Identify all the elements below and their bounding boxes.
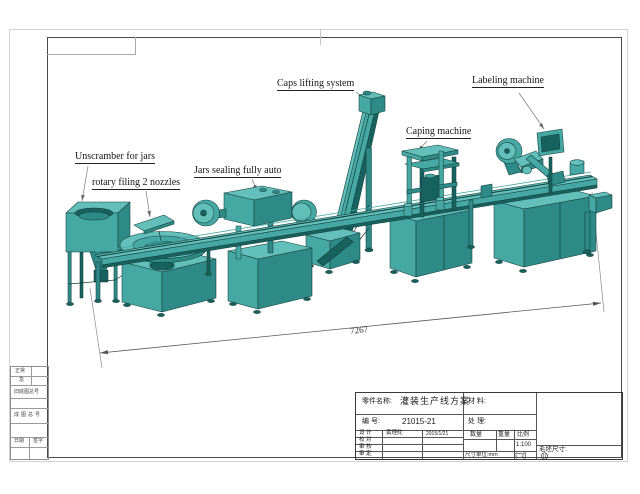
unscrambler-machine (65, 201, 132, 306)
scale-value: 1:100 (516, 442, 532, 448)
blank-size-label: 毛坯尺寸: (539, 446, 567, 453)
label-labeler: Labeling machine (472, 75, 544, 88)
margin-info-strip: 正常 急 旧底图总号 成图总号 日期 签字 (10, 366, 49, 460)
date-label: 日期 (14, 438, 25, 444)
strip-row1-label: 正常 (15, 368, 26, 374)
capping-machine-gantry (401, 144, 460, 218)
designer-name: 黄理舵 (386, 430, 403, 436)
label-unscrambler: Unscramber for jars (75, 151, 155, 164)
drawing-number-label: 编 号: (362, 418, 380, 425)
label-sealer: Jars sealing fully auto (194, 165, 282, 178)
unit-label: 尺寸单位:mm (465, 451, 498, 458)
corner-reference-block (47, 37, 136, 55)
first-angle-projection-icon (515, 452, 526, 459)
old-drawing-number-label: 旧底图总号 (14, 389, 40, 395)
signature-label: 签字 (33, 438, 44, 444)
paper-border (9, 29, 628, 462)
reviewer-role: 审 核 (359, 444, 372, 450)
projection-circle-icon (540, 451, 549, 460)
weight-label: 重量 (498, 432, 511, 438)
overall-length-dimension-text: 7267 (349, 324, 369, 336)
treatment-label: 处 理: (468, 418, 486, 425)
scale-label: 比例 (517, 432, 530, 438)
label-capper: Caping machine (406, 126, 472, 139)
labeling-machine-head (480, 128, 613, 255)
title-block: 零件名称: 灌装生产线方案 编 号: 21015-21 设 计 黄理舵 2015… (355, 392, 623, 460)
drawing-number-value: 21015-21 (402, 417, 436, 426)
strip-row2-label: 急 (19, 377, 25, 383)
main-conveyor (94, 171, 598, 303)
designer-role: 设 计 (359, 430, 372, 436)
caps-lifting-system (305, 90, 386, 274)
label-caps-lifter: Caps lifting system (277, 78, 355, 91)
label-rotary-filler: rotary filing 2 nozzles (92, 177, 181, 190)
drawing-border (47, 37, 622, 458)
quantity-label: 数量 (470, 432, 483, 438)
rotary-bowl-unit (119, 214, 217, 317)
labeling-machine-cabinet (493, 187, 597, 273)
part-name-value: 灌装生产线方案 (400, 396, 471, 406)
design-date: 2015/1/21 (426, 430, 449, 437)
approver-role: 审 定 (359, 451, 372, 457)
centering-mark (320, 29, 321, 45)
drawing-number-total-label: 成图总号 (14, 412, 43, 418)
part-name-label: 零件名称: (362, 398, 392, 405)
material-label: 材 料: (468, 398, 486, 405)
checker-role: 校 对 (359, 437, 372, 443)
